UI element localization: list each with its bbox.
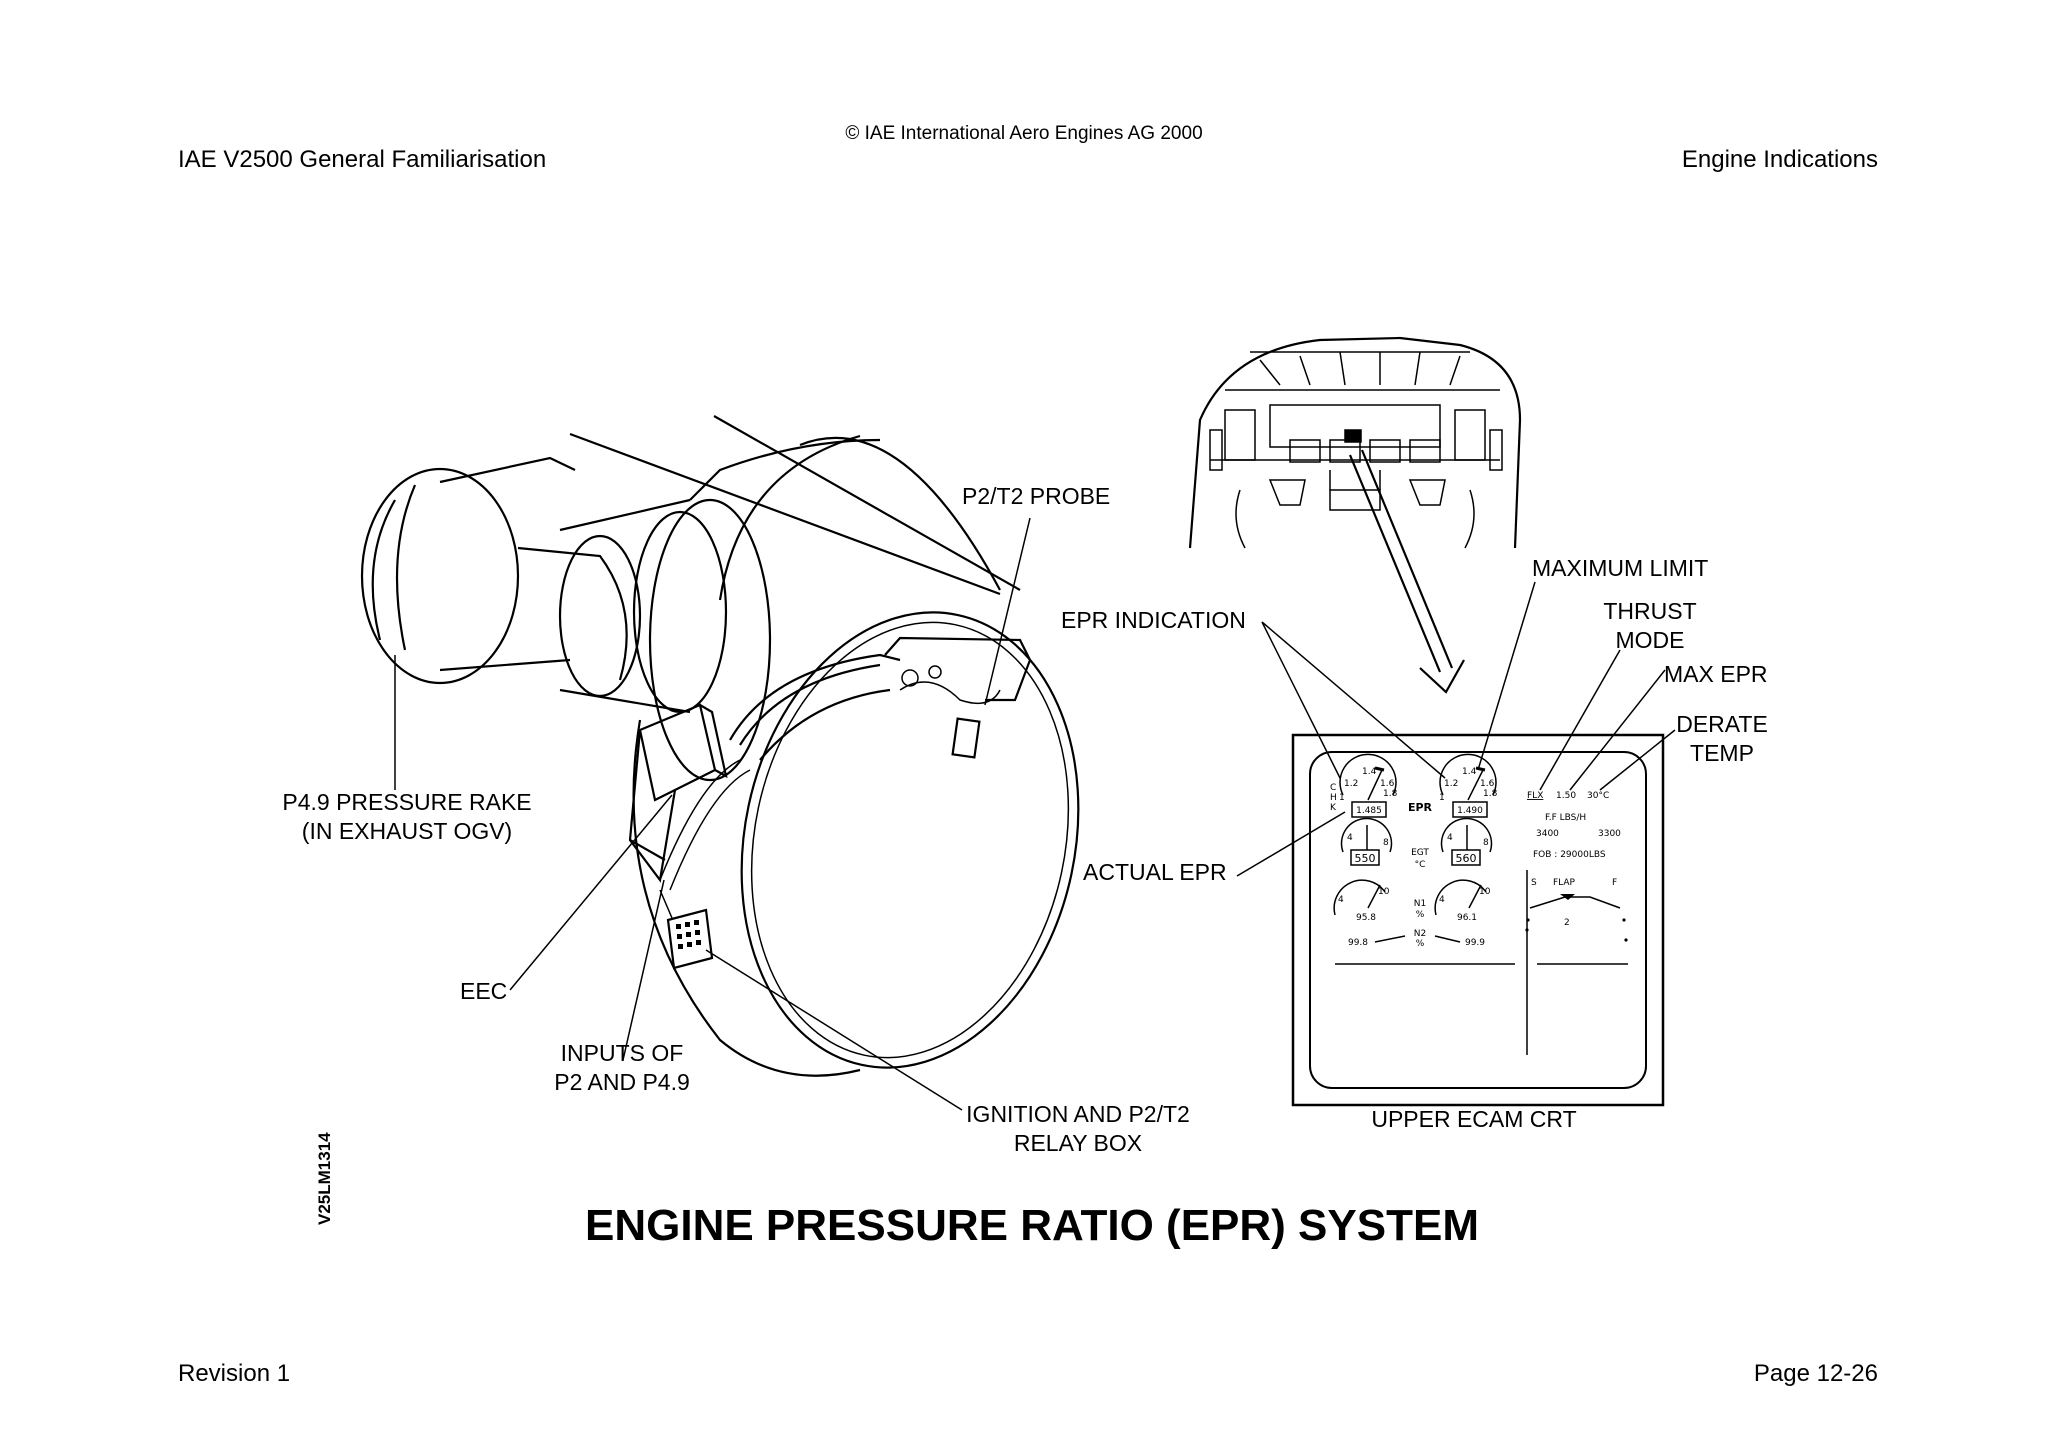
actual-epr-label: ACTUAL EPR — [1083, 859, 1227, 885]
upper-ecam-label: UPPER ECAM CRT — [1371, 1106, 1576, 1132]
egt-left-value: 550 — [1355, 852, 1376, 865]
egt-right-4: 4 — [1447, 833, 1453, 843]
epr-right-scale-14: 1.4 — [1462, 767, 1477, 777]
egt-left-4: 4 — [1347, 833, 1353, 843]
epr-left-scale-1: 1 — [1339, 793, 1345, 803]
n2-label: N2 — [1414, 929, 1426, 939]
figure-number: V25LM1314 — [315, 1132, 334, 1225]
header-document-title: IAE V2500 General Familiarisation — [178, 146, 547, 173]
cockpit-drawing — [1188, 336, 1522, 549]
epr-right-value: 1.490 — [1457, 806, 1483, 816]
fuel-flow-left: 3400 — [1536, 829, 1559, 839]
ecam-location-arrow — [1348, 449, 1465, 694]
egt-right-8: 8 — [1483, 838, 1489, 848]
figure-title: ENGINE PRESSURE RATIO (EPR) SYSTEM — [585, 1201, 1479, 1250]
epr-left-scale-14: 1.4 — [1362, 767, 1377, 777]
max-epr-label: MAX EPR — [1664, 661, 1768, 687]
derate-temp-value: 30°C — [1587, 791, 1609, 801]
inputs-label-2: P2 AND P4.9 — [554, 1069, 690, 1095]
thrust-mode-label-1: THRUST — [1603, 598, 1696, 624]
epr-right-scale-12: 1.2 — [1444, 779, 1458, 789]
fuel-flow-right: 3300 — [1598, 829, 1621, 839]
egt-unit: °C — [1415, 860, 1426, 870]
derate-temp-label-1: DERATE — [1676, 711, 1768, 737]
thrust-mode-label-2: MODE — [1616, 627, 1685, 653]
fuel-flow-label: F.F LBS/H — [1545, 813, 1586, 823]
derate-temp-label-2: TEMP — [1690, 740, 1754, 766]
n2-right-value: 99.9 — [1465, 938, 1485, 948]
n2-left-value: 99.8 — [1348, 938, 1368, 948]
p2t2-probe-label: P2/T2 PROBE — [962, 483, 1110, 509]
epr-left-scale-16: 1.6 — [1380, 779, 1395, 789]
eec-label: EEC — [460, 978, 507, 1004]
egt-left-8: 8 — [1383, 838, 1389, 848]
thrust-mode-value: FLX — [1527, 791, 1543, 801]
n1-left-value: 95.8 — [1356, 913, 1376, 923]
maximum-limit-label: MAXIMUM LIMIT — [1532, 555, 1708, 581]
n1-left-10: 10 — [1378, 887, 1390, 897]
ignition-label-1: IGNITION AND P2/T2 — [966, 1101, 1190, 1127]
epr-right-scale-18: 1.8 — [1483, 789, 1498, 799]
epr-left-scale-18: 1.8 — [1383, 789, 1398, 799]
fob-value: FOB : 29000LBS — [1533, 850, 1606, 860]
n1-right-value: 96.1 — [1457, 913, 1477, 923]
epr-left-value: 1.485 — [1356, 806, 1382, 816]
n1-right-4: 4 — [1439, 895, 1445, 905]
relay-box-graphic — [659, 889, 714, 970]
ignition-label-2: RELAY BOX — [1014, 1130, 1142, 1156]
inputs-label-1: INPUTS OF — [561, 1040, 684, 1066]
egt-label: EGT — [1411, 848, 1429, 858]
footer-page-number: Page 12-26 — [1753, 1360, 1878, 1387]
egt-right-value: 560 — [1456, 852, 1477, 865]
header-copyright: © IAE International Aero Engines AG 2000 — [845, 123, 1203, 144]
n1-label: N1 — [1414, 899, 1426, 909]
chk-h: H — [1330, 793, 1337, 803]
ecam-leader-lines — [1236, 581, 1676, 877]
flap-position: 2 — [1564, 918, 1570, 928]
epr-right-scale-1: 1 — [1439, 793, 1445, 803]
epr-indication-label: EPR INDICATION — [1061, 607, 1246, 633]
egt-left-box — [1350, 849, 1380, 866]
n1-right-10: 10 — [1479, 887, 1491, 897]
n1-unit: % — [1416, 910, 1425, 920]
footer-revision: Revision 1 — [178, 1360, 291, 1387]
flap-s-label: S — [1531, 878, 1537, 888]
upper-ecam-crt: 1.485 1.490 EPR C H K 1 1.2 1.4 1.6 1.8 … — [1291, 733, 1665, 1107]
n1-left-4: 4 — [1338, 895, 1344, 905]
engine-leader-lines — [394, 517, 1031, 1111]
p49-rake-label-2: (IN EXHAUST OGV) — [302, 818, 512, 844]
epr-left-scale-12: 1.2 — [1344, 779, 1358, 789]
chk-k: K — [1330, 803, 1337, 813]
p49-rake-label-1: P4.9 PRESSURE RAKE — [282, 789, 531, 815]
flap-f-label: F — [1612, 878, 1617, 888]
epr-label: EPR — [1408, 801, 1433, 814]
epr-right-scale-16: 1.6 — [1480, 779, 1495, 789]
engine-drawing — [360, 415, 1080, 1077]
flap-label: FLAP — [1553, 878, 1576, 888]
header-section-title: Engine Indications — [1681, 146, 1878, 173]
max-epr-value: 1.50 — [1556, 791, 1576, 801]
chk-c: C — [1330, 783, 1336, 793]
n2-unit: % — [1416, 939, 1425, 949]
epr-right-box — [1452, 801, 1488, 818]
egt-right-box — [1451, 849, 1481, 866]
epr-left-box — [1351, 801, 1387, 818]
